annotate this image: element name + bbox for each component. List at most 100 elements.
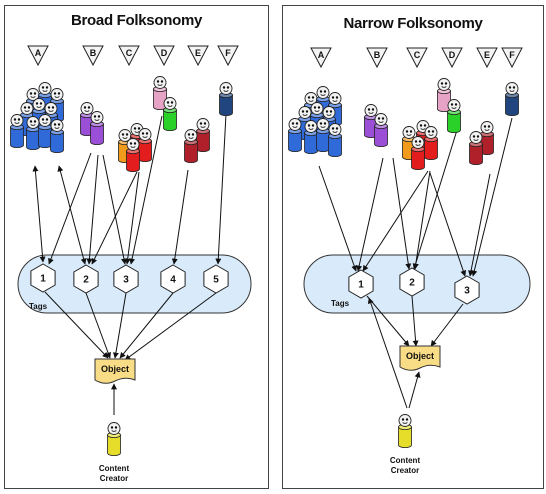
user-label-d: D <box>441 47 463 69</box>
user-group-b <box>374 113 388 147</box>
content-creator-label-1: Content <box>99 464 130 473</box>
narrow-title: Narrow Folksonomy <box>343 15 483 32</box>
user-group-a <box>328 123 342 157</box>
user-label-c: C <box>406 47 428 69</box>
user-group-d <box>153 76 167 110</box>
user-group-e <box>196 118 210 152</box>
content-creator-label-2: Creator <box>391 466 419 475</box>
user-group-d <box>163 97 177 131</box>
arrow-7 <box>124 171 140 265</box>
object-node-label: Object <box>406 351 434 361</box>
user-group-a <box>26 116 40 150</box>
tag-4: 4 <box>160 264 186 294</box>
arrow-12 <box>85 292 111 359</box>
user-group-f <box>505 82 519 116</box>
arrow-5 <box>412 170 431 270</box>
user-group-d <box>437 78 451 112</box>
user-group-c <box>411 136 425 170</box>
arrow-7 <box>412 129 458 270</box>
arrow-1 <box>318 165 358 272</box>
content-creator <box>398 414 412 448</box>
user-label-b-label: B <box>374 50 381 60</box>
user-label-e: E <box>187 45 209 67</box>
tag-4-label: 4 <box>170 275 176 286</box>
tag-2: 2 <box>73 264 99 294</box>
tags-band-label: Tags <box>29 302 48 311</box>
tag-1: 1 <box>348 269 374 299</box>
user-group-e <box>480 121 494 155</box>
tag-2: 2 <box>399 267 425 297</box>
content-creator-label-2: Creator <box>100 474 128 483</box>
user-group-e <box>184 129 198 163</box>
arrow-4 <box>362 170 429 272</box>
user-group-a <box>38 114 52 148</box>
arrow-9 <box>171 169 189 265</box>
arrow-8 <box>129 115 163 265</box>
arrow-10 <box>215 113 227 265</box>
user-label-f-label: F <box>509 50 515 60</box>
object-node: Object <box>399 345 441 371</box>
user-group-b <box>90 111 104 145</box>
tag-5: 5 <box>203 264 229 294</box>
broad-title: Broad Folksonomy <box>70 12 203 29</box>
content-creator-label-1: Content <box>390 456 421 465</box>
user-label-a: A <box>27 45 49 67</box>
user-label-a-label: A <box>318 50 325 60</box>
arrow-13 <box>367 297 408 409</box>
object-node-label: Object <box>101 364 129 374</box>
arrow-6 <box>91 171 138 265</box>
tag-3-label: 3 <box>123 275 129 286</box>
arrow-5 <box>102 154 127 265</box>
user-group-a <box>50 119 64 153</box>
user-label-e-label: E <box>195 48 201 58</box>
user-group-a <box>10 114 24 148</box>
user-group-c <box>126 138 140 172</box>
user-group-f <box>219 82 233 116</box>
object-node: Object <box>94 358 136 384</box>
arrow-1 <box>32 165 46 263</box>
user-label-a-label: A <box>35 48 42 58</box>
tag-3-label: 3 <box>464 286 470 297</box>
user-group-a <box>304 120 318 154</box>
user-label-f: F <box>217 45 239 67</box>
user-group-e <box>469 131 483 165</box>
user-label-d-label: D <box>449 50 456 60</box>
user-label-d-label: D <box>161 48 168 58</box>
user-label-f: F <box>501 47 523 69</box>
tag-3: 3 <box>454 275 480 305</box>
user-label-b: B <box>82 45 104 67</box>
arrow-3 <box>48 152 92 265</box>
tag-1-label: 1 <box>40 274 46 285</box>
user-label-e-label: E <box>484 50 490 60</box>
arrow-8 <box>468 173 491 277</box>
user-group-a <box>316 118 330 152</box>
arrow-14 <box>119 292 174 359</box>
user-label-b-label: B <box>90 48 97 58</box>
tag-1-label: 1 <box>358 280 364 291</box>
arrow-11 <box>411 295 419 347</box>
tags-band-label: Tags <box>331 299 350 308</box>
tag-2-label: 2 <box>83 275 89 286</box>
user-label-b: B <box>366 47 388 69</box>
tag-5-label: 5 <box>213 275 219 286</box>
arrow-11 <box>44 291 109 359</box>
arrow-6 <box>429 172 467 277</box>
user-label-d: D <box>153 45 175 67</box>
user-group-c <box>138 128 152 162</box>
arrow-12 <box>430 303 464 347</box>
user-label-c: C <box>118 45 140 67</box>
user-label-c-label: C <box>414 50 421 60</box>
user-group-d <box>447 99 461 133</box>
arrow-2 <box>57 165 87 265</box>
arrow-4 <box>86 154 99 265</box>
user-label-a: A <box>310 47 332 69</box>
user-label-e: E <box>476 47 498 69</box>
user-group-b <box>364 104 378 138</box>
arrow-15 <box>124 292 217 361</box>
tag-2-label: 2 <box>409 278 415 289</box>
arrow-3 <box>392 157 412 270</box>
user-group-c <box>424 126 438 160</box>
